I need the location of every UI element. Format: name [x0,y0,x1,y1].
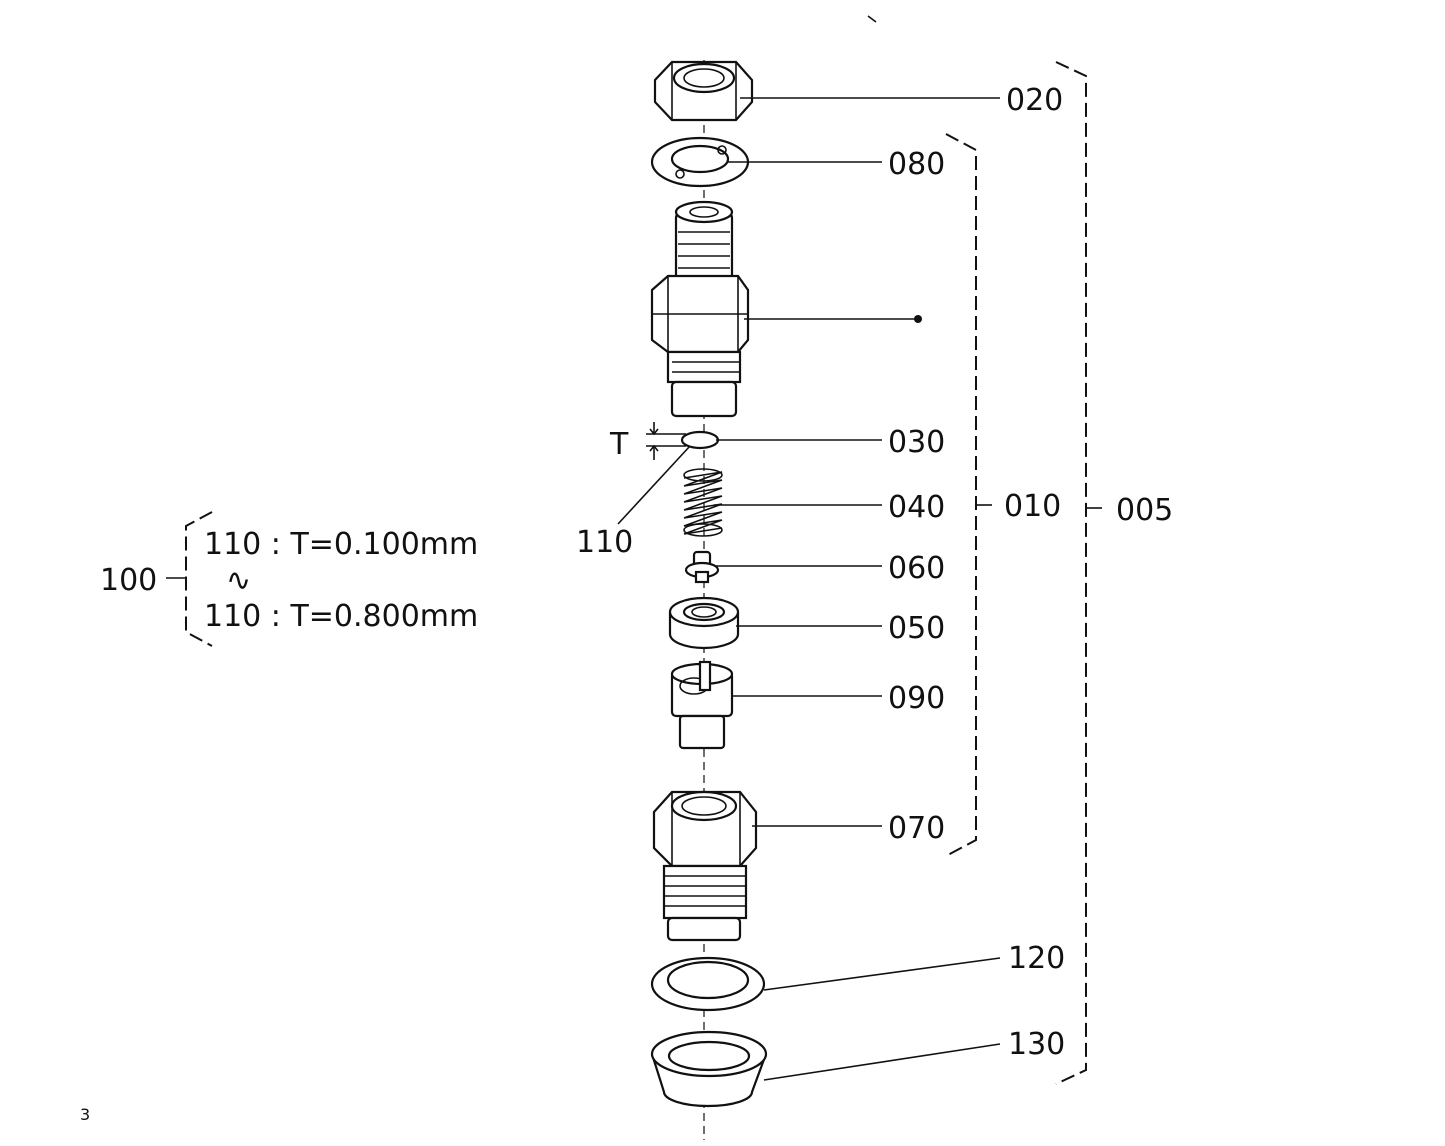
shim-option-last: 110 : T=0.800mm [204,599,478,634]
label-010: 010 [1004,489,1061,524]
label-070: 070 [888,811,945,846]
bracket-100 [166,511,213,647]
label-080: 080 [888,147,945,182]
label-060: 060 [888,551,945,586]
label-020: 020 [1006,83,1063,118]
part-050-spacer [668,596,740,650]
part-060-pin [684,550,720,584]
leader-lines [617,97,1001,1081]
part-nozzle-holder-body [650,200,750,418]
label-120: 120 [1008,941,1065,976]
bracket-010 [945,133,992,857]
top-tick-mark [867,15,877,23]
shim-option-first: 110 : T=0.100mm [204,527,478,562]
bracket-005 [1055,61,1102,1085]
corner-mark: 3 [80,1105,90,1124]
label-005: 005 [1116,493,1173,528]
label-030: 030 [888,425,945,460]
part-040-spring [683,468,723,537]
part-090-nozzle [670,660,734,750]
label-090: 090 [888,681,945,716]
label-100: 100 [100,563,157,598]
part-080-washer [650,136,750,188]
label-040: 040 [888,490,945,525]
label-110: 110 [576,525,633,560]
part-070-retaining-nut [652,790,758,942]
part-130-heat-shield [650,1030,768,1108]
part-030-shim [680,430,720,450]
thickness-dimension-marker [646,422,686,460]
label-050: 050 [888,611,945,646]
part-020-hex-nut [653,60,754,122]
part-120-seal-ring [650,956,766,1012]
shim-range-symbol: ∿ [226,563,251,598]
label-thickness-T: T [609,427,629,462]
label-130: 130 [1008,1027,1065,1062]
